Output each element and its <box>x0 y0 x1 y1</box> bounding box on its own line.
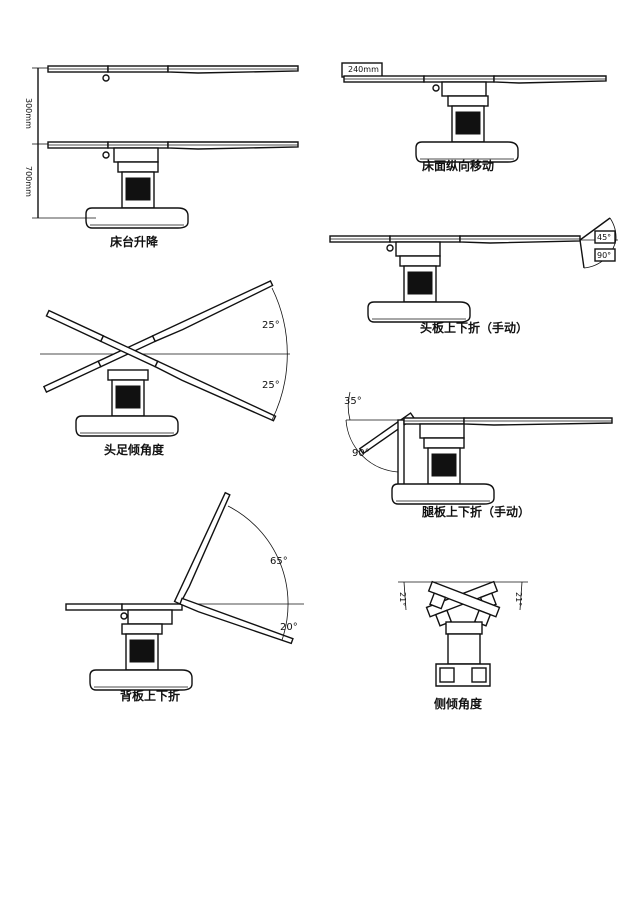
back-fold-base <box>89 623 193 691</box>
trendelenburg-diagram: 25° 25° 头足倾角度 <box>40 280 290 457</box>
leg-fold-angle-up: 35° <box>344 396 362 407</box>
lift-dim-lower: 700mm <box>24 166 33 197</box>
head-fold-diagram: 45° 90° 头板上下折（手动） <box>329 217 618 335</box>
back-fold-angle-up: 65° <box>270 556 288 567</box>
head-fold-base <box>367 255 471 323</box>
lateral-diagram: 21° 21° 侧倾角度 <box>398 580 528 711</box>
lift-table-lower <box>47 141 299 163</box>
leg-fold-angle-down: 90° <box>352 448 370 459</box>
lift-dim-upper: 300mm <box>24 98 33 129</box>
slide-diagram: 240mm 床面纵向移动 <box>341 62 607 173</box>
lift-diagram: 300mm 700mm 床台升降 <box>24 65 299 249</box>
lift-table-upper <box>47 65 299 82</box>
head-fold-table <box>329 235 581 257</box>
trend-angle-up: 25° <box>262 320 280 331</box>
back-fold-diagram: 65° 20° 背板上下折 <box>65 491 304 703</box>
lateral-caption: 侧倾角度 <box>434 696 483 711</box>
trend-table-up <box>42 280 274 393</box>
leg-board-down <box>397 419 405 487</box>
trend-caption: 头足倾角度 <box>104 442 165 457</box>
leg-fold-diagram: 35° 90° 腿板上下折（手动） <box>344 391 613 519</box>
head-fold-angle-down: 90° <box>597 251 611 260</box>
back-fold-arc <box>227 505 289 641</box>
slide-base <box>415 95 519 163</box>
leg-fold-caption: 腿板上下折（手动） <box>422 504 530 519</box>
slide-dim: 240mm <box>348 65 379 74</box>
trend-arc <box>271 287 288 421</box>
lateral-angle-left: 21° <box>398 592 407 606</box>
head-board-down <box>579 239 585 269</box>
back-fold-caption: 背板上下折 <box>120 688 180 703</box>
trend-angle-down: 25° <box>262 380 280 391</box>
lift-base <box>85 161 189 229</box>
back-board-up <box>173 491 231 605</box>
lift-caption: 床台升降 <box>110 234 159 249</box>
lateral-angle-right: 21° <box>514 592 523 606</box>
back-board-down <box>179 597 294 645</box>
trend-base <box>75 369 179 437</box>
slide-table <box>343 75 607 97</box>
back-fold-angle-down: 20° <box>280 622 298 633</box>
slide-caption: 床面纵向移动 <box>422 158 494 173</box>
leg-fold-base <box>391 437 495 505</box>
back-fold-table <box>65 603 183 625</box>
trend-table-down <box>45 309 277 422</box>
leg-fold-table <box>403 417 613 439</box>
head-board-up <box>579 217 611 241</box>
head-fold-caption: 头板上下折（手动） <box>420 320 528 335</box>
head-fold-angle-up: 45° <box>597 233 611 242</box>
